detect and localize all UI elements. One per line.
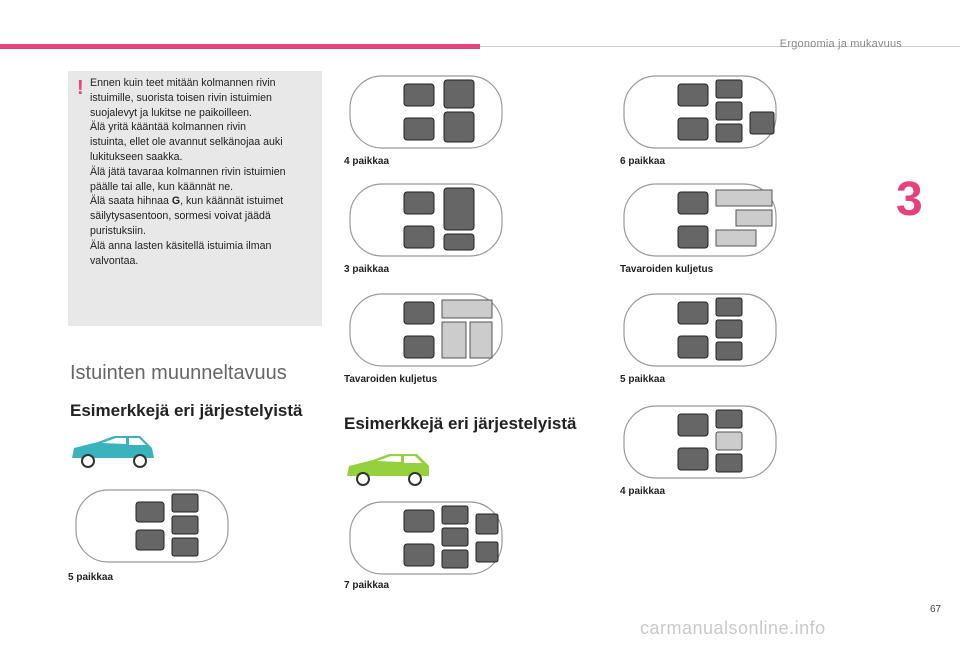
- section-title: Istuinten muunneltavuus: [70, 362, 287, 384]
- warning-line: Älä jätä tavaraa kolmannen rivin istuimi…: [90, 165, 286, 178]
- warning-text: Ennen kuin teet mitään kolmannen rivin i…: [90, 76, 318, 268]
- seat-layout-5-right-diagram: [623, 293, 777, 367]
- caption-cargo-right: Tavaroiden kuljetus: [620, 264, 714, 275]
- warning-line: Älä anna lasten käsitellä istuimia ilman: [90, 239, 272, 252]
- right-heading: Esimerkkejä eri järjestelyistä: [344, 414, 577, 433]
- seat-layout-4-bottom-diagram: [623, 405, 777, 479]
- watermark: carmanualsonline.info: [640, 618, 826, 638]
- page-number: 67: [930, 604, 942, 615]
- caption-4-seats-bottom: 4 paikkaa: [620, 486, 666, 497]
- warning-line: säilytysasentoon, sormesi voivat jäädä: [90, 210, 271, 223]
- caption-6-seats: 6 paikkaa: [620, 156, 666, 167]
- warning-line: lukitukseen saakka.: [90, 150, 183, 163]
- chapter-number: 3: [896, 173, 923, 226]
- warning-line: istuimille, suorista toisen rivin istuim…: [90, 91, 272, 104]
- header-accent-bar: [0, 44, 480, 49]
- caption-3-seats: 3 paikkaa: [344, 264, 390, 275]
- caption-cargo-left: Tavaroiden kuljetus: [344, 374, 438, 385]
- warning-line: päälle tai alle, kun käännät ne.: [90, 180, 234, 193]
- left-heading: Esimerkkejä eri järjestelyistä: [70, 401, 303, 420]
- header-title: Ergonomia ja mukavuus: [779, 38, 902, 50]
- seat-layout-6-diagram: [623, 75, 777, 149]
- cargo-layout-diagram: [349, 293, 503, 367]
- seat-layout-3-diagram: [349, 183, 503, 257]
- warning-line: puristuksiin.: [90, 224, 146, 237]
- caption-5-seats: 5 paikkaa: [68, 572, 114, 583]
- green-car-icon: [347, 454, 429, 486]
- caption-7-seats: 7 paikkaa: [344, 580, 390, 591]
- teal-car-icon: [72, 436, 154, 468]
- seat-layout-4-diagram: [349, 75, 503, 149]
- warning-line: suojalevyt ja lukitse ne paikoilleen.: [90, 106, 252, 119]
- warning-line-bold: Älä saata hihnaa G, kun käännät istuimet: [90, 195, 284, 208]
- warning-line: Ennen kuin teet mitään kolmannen rivin: [90, 77, 276, 89]
- header-rule: [480, 46, 960, 47]
- cargo-layout-right-diagram: [623, 183, 777, 257]
- warning-line: istuinta, ellet ole avannut selkänojaa a…: [90, 136, 283, 149]
- warning-icon: !: [77, 77, 84, 99]
- warning-line: Älä yritä kääntää kolmannen rivin: [90, 121, 247, 134]
- warning-line: valvontaa.: [90, 254, 139, 267]
- seat-layout-5-diagram: [75, 489, 229, 563]
- warning-box: [68, 71, 322, 326]
- seat-layout-7-diagram: [349, 501, 503, 575]
- caption-4-seats-top: 4 paikkaa: [344, 156, 390, 167]
- caption-5-seats-right: 5 paikkaa: [620, 374, 666, 385]
